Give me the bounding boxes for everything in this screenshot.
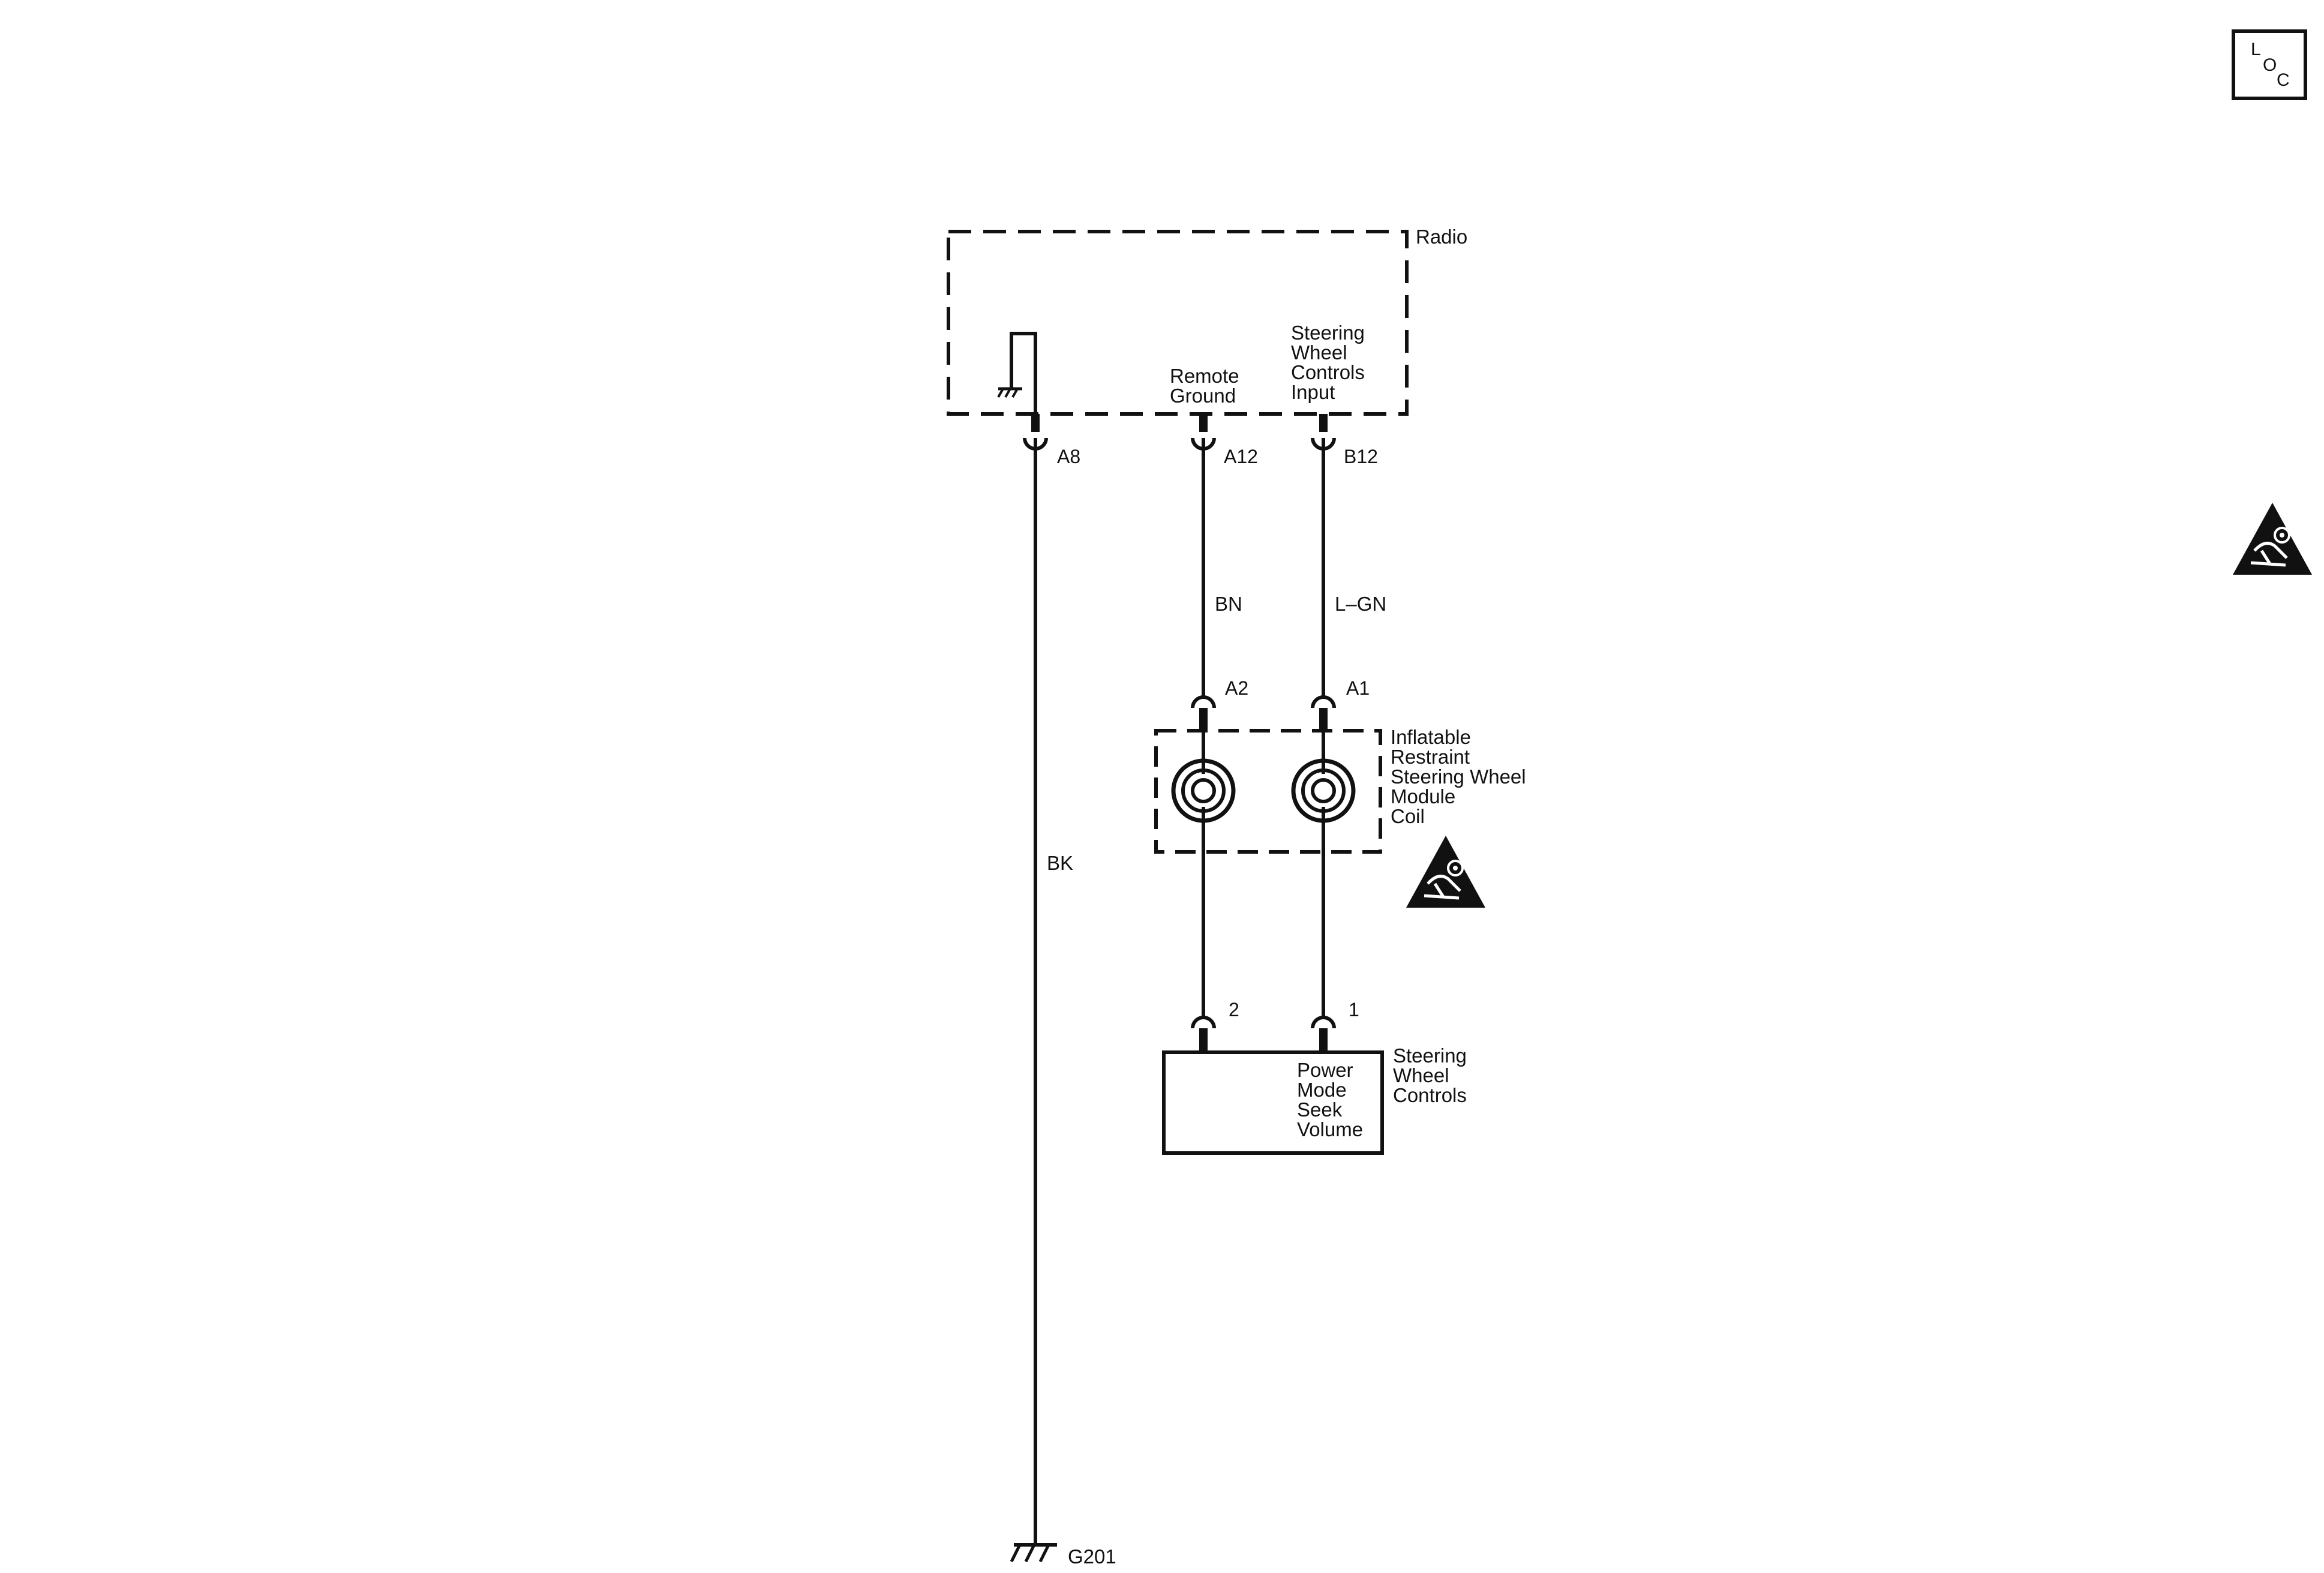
pin-label-2: 2 [1229,999,1239,1020]
coil-module-outline [1154,729,1382,854]
chassis-ground-icon [997,387,1022,398]
pin-label-a1: A1 [1346,677,1370,699]
svg-text:Mode: Mode [1297,1079,1347,1101]
svg-text:Volume: Volume [1297,1118,1363,1140]
svg-text:Ground: Ground [1170,385,1236,407]
swc-input-label: Steering Wheel Controls Input [1291,322,1365,403]
wire-label-bk: BK [1047,852,1073,874]
loc-icon[interactable]: L O C [2232,29,2307,100]
connector-a2[interactable]: A2 [1191,677,1248,731]
connector-pin-2[interactable]: 2 [1191,999,1239,1052]
pin-label-a8: A8 [1057,446,1080,467]
connector-a1[interactable]: A1 [1311,677,1370,731]
svg-text:Steering Wheel: Steering Wheel [1391,766,1526,788]
steering-wheel-controls-box[interactable] [1162,1050,1384,1155]
svg-text:Restraint: Restraint [1391,746,1470,768]
svg-text:Input: Input [1291,381,1335,403]
pin-label-a12: A12 [1224,446,1258,467]
radio-internal-ground [997,332,1037,414]
pin-label-b12: B12 [1344,446,1378,467]
coil-module-label: Inflatable Restraint Steering Wheel Modu… [1391,726,1526,827]
ground-symbol-icon[interactable] [1010,1543,1057,1563]
wire-label-bn: BN [1215,593,1242,615]
loc-letter-o: O [2263,55,2277,75]
svg-text:Wheel: Wheel [1291,341,1347,364]
pin-label-1: 1 [1349,999,1359,1020]
radio-module-outline [947,230,1409,416]
svg-text:Seek: Seek [1297,1098,1343,1121]
loc-letter-l: L [2251,40,2261,59]
svg-text:Remote: Remote [1170,365,1239,387]
airbag-warning-icon[interactable] [2233,503,2312,575]
connector-a8[interactable]: A8 [1023,414,1080,467]
clockspring-coil-right [1291,731,1356,852]
connector-pin-1[interactable]: 1 [1311,999,1359,1052]
remote-ground-label: Remote Ground [1170,365,1239,407]
ground-label-g201: G201 [1068,1545,1116,1568]
svg-text:Coil: Coil [1391,805,1425,827]
svg-text:Controls: Controls [1393,1084,1467,1106]
radio-label: Radio [1416,226,1467,248]
airbag-warning-icon[interactable] [1406,836,1485,908]
clockspring-coil-left [1171,731,1236,852]
wire-label-l-gn: L–GN [1335,593,1386,615]
controls-functions-text: Power Mode Seek Volume [1297,1059,1363,1140]
connector-a12[interactable]: A12 [1191,414,1258,467]
svg-text:Steering: Steering [1393,1044,1467,1067]
svg-text:Controls: Controls [1291,361,1365,383]
loc-letter-c: C [2277,70,2290,90]
svg-text:Module: Module [1391,785,1455,807]
svg-text:Inflatable: Inflatable [1391,726,1471,748]
pin-label-a2: A2 [1225,677,1248,699]
steering-wheel-controls-label: Steering Wheel Controls [1393,1044,1467,1106]
svg-text:Power: Power [1297,1059,1353,1081]
svg-text:Steering: Steering [1291,322,1365,344]
svg-text:Wheel: Wheel [1393,1064,1449,1086]
